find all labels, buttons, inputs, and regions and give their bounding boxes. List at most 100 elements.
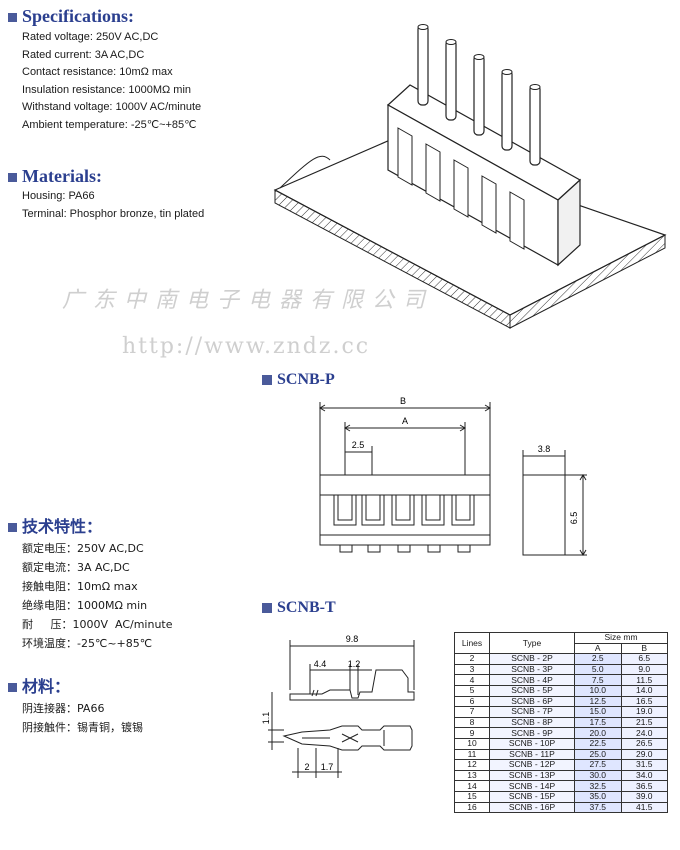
cell-b: 41.5 [620,801,668,814]
tech-zh-line: 接触电阻：10mΩ max [22,580,138,593]
specifications-title: Specifications: [22,6,134,26]
tech-zh-title: 技术特性： [22,517,103,536]
square-bullet-icon [8,13,17,23]
dim-12-label: 1.2 [348,659,361,669]
cell-b: 6.5 [620,653,668,665]
spec-line: Ambient temperature: -25℃~+85℃ [22,118,197,131]
cell-a: 27.5 [574,759,622,771]
col-lines-header: Lines [454,631,490,655]
cell-lines: 7 [454,706,490,718]
cell-lines: 5 [454,684,490,697]
tech-zh-list: 额定电压：250V AC,DC 额定电流：3A AC,DC 接触电阻：10mΩ … [22,539,173,653]
cell-a: 35.0 [574,790,622,803]
dim-b-label: B [400,396,406,406]
materials-zh-section: 材料： 阴连接器：PA66 阴接触件：锡青铜，镀锡 [8,673,143,737]
cell-lines: 9 [454,727,490,739]
cell-type: SCNB - 12P [489,759,575,771]
cell-lines: 6 [454,695,490,708]
tech-zh-section: 技术特性： 额定电压：250V AC,DC 额定电流：3A AC,DC 接触电阻… [8,513,173,653]
materials-heading: Materials: [8,166,204,187]
cell-type: SCNB - 2P [489,653,575,665]
cell-b: 21.5 [620,716,668,729]
cell-b: 14.0 [620,684,668,697]
cell-a: 37.5 [574,801,622,814]
cell-type: SCNB - 5P [489,684,575,697]
cell-b: 34.0 [620,769,668,782]
cell-b: 29.0 [620,748,668,761]
cell-b: 36.5 [620,780,668,792]
cell-a: 12.5 [574,695,622,708]
cell-lines: 12 [454,759,490,771]
cell-b: 11.5 [620,674,668,686]
scnb-t-title: SCNB-T [277,599,336,616]
square-bullet-icon [8,683,17,692]
dim-total-label: 9.8 [346,634,359,644]
cell-a: 10.0 [574,684,622,697]
cell-a: 2.5 [574,653,622,665]
scnb-p-heading: SCNB-P [262,371,335,389]
dim-17-label: 1.7 [321,762,334,772]
col-size-header: Size mm [574,632,668,644]
spec-line: Rated current: 3A AC,DC [22,48,145,61]
square-bullet-icon [262,375,272,386]
cell-type: SCNB - 16P [489,801,575,814]
tech-zh-line: 耐 压：1000V AC/minute [22,618,173,631]
cell-b: 24.0 [620,727,668,739]
dim-depth-label: 3.8 [538,444,551,454]
cell-lines: 3 [454,663,490,676]
cell-lines: 14 [454,780,490,792]
materials-zh-line: 阴连接器：PA66 [22,702,105,715]
square-bullet-icon [262,603,272,614]
cell-b: 19.0 [620,706,668,718]
cell-type: SCNB - 14P [489,780,575,792]
tech-zh-line: 额定电压：250V AC,DC [22,542,144,555]
dim-height-label: 6.5 [569,512,579,525]
dim-44-label: 4.4 [314,659,327,669]
dim-a-label: A [402,416,408,426]
cell-a: 20.0 [574,727,622,739]
cell-type: SCNB - 3P [489,663,575,676]
scnb-t-heading: SCNB-T [262,599,336,617]
spec-line: Contact resistance: 10mΩ max [22,66,173,78]
col-type-header: Type [489,631,575,655]
scnb-p-front-drawing: B A 2.5 [319,396,491,553]
col-b-header: B [620,642,668,655]
cell-a: 25.0 [574,748,622,761]
specifications-heading: Specifications: [8,6,201,27]
cell-lines: 4 [454,674,490,686]
cell-a: 7.5 [574,674,622,686]
tech-zh-line: 额定电流：3A AC,DC [22,561,130,574]
cell-a: 32.5 [574,780,622,792]
dim-11-label: 1.1 [262,712,271,725]
material-line: Housing: PA66 [22,190,95,202]
tech-zh-heading: 技术特性： [8,513,173,537]
cell-lines: 16 [454,801,490,814]
col-a-header: A [574,642,622,655]
specifications-list: Rated voltage: 250V AC,DC Rated current:… [22,29,201,134]
materials-section: Materials: Housing: PA66 Terminal: Phosp… [8,166,204,223]
tech-zh-line: 绝缘电阻：1000MΩ min [22,599,148,612]
cell-lines: 2 [454,653,490,665]
spec-line: Rated voltage: 250V AC,DC [22,31,159,43]
square-bullet-icon [8,173,17,183]
materials-zh-line: 阴接触件：锡青铜，镀锡 [22,721,143,734]
cell-a: 17.5 [574,716,622,729]
spec-line: Insulation resistance: 1000MΩ min [22,83,192,96]
materials-zh-title: 材料： [22,677,71,696]
cell-type: SCNB - 4P [489,674,575,686]
cell-type: SCNB - 9P [489,727,575,739]
cell-lines: 13 [454,769,490,782]
